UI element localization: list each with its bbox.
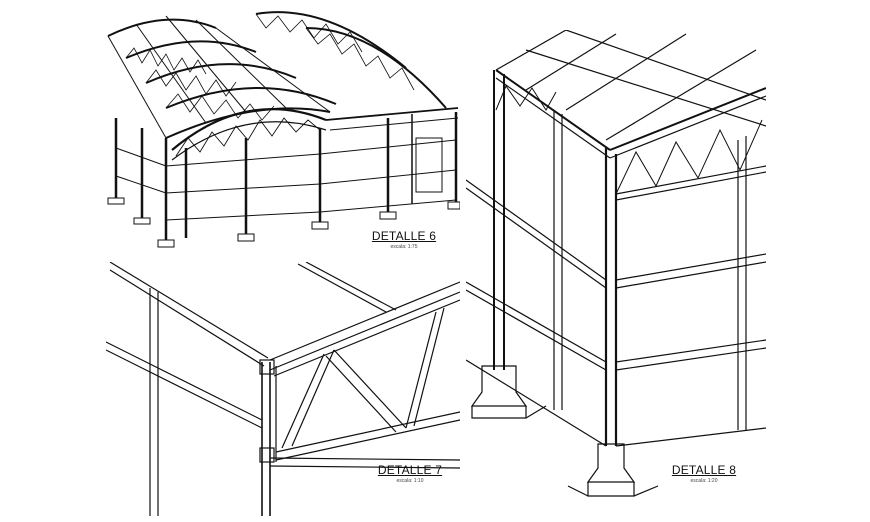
detalle-8-title: DETALLE 8 [671,463,737,477]
detalle-7-title: DETALLE 7 [377,463,443,477]
detalle-6-scale: escala: 1:75 [390,244,418,250]
detalle-6-title: DETALLE 6 [371,229,437,243]
detalle-7-structure [106,262,460,516]
detalle-8-label: DETALLE 8 escala: 1:20 [664,463,744,484]
detalle-8-drawing [466,30,766,508]
detalle-7-drawing [106,262,460,516]
detalle-6-structure [107,11,460,248]
detalle-6-label: DETALLE 6 escala: 1:75 [364,229,444,250]
detalle-6-drawing [106,8,460,260]
detalle-8-structure [466,30,766,497]
detalle-7-scale: escala: 1:10 [396,478,424,484]
detalle-8-scale: escala: 1:20 [690,478,718,484]
detalle-7-label: DETALLE 7 escala: 1:10 [370,463,450,484]
